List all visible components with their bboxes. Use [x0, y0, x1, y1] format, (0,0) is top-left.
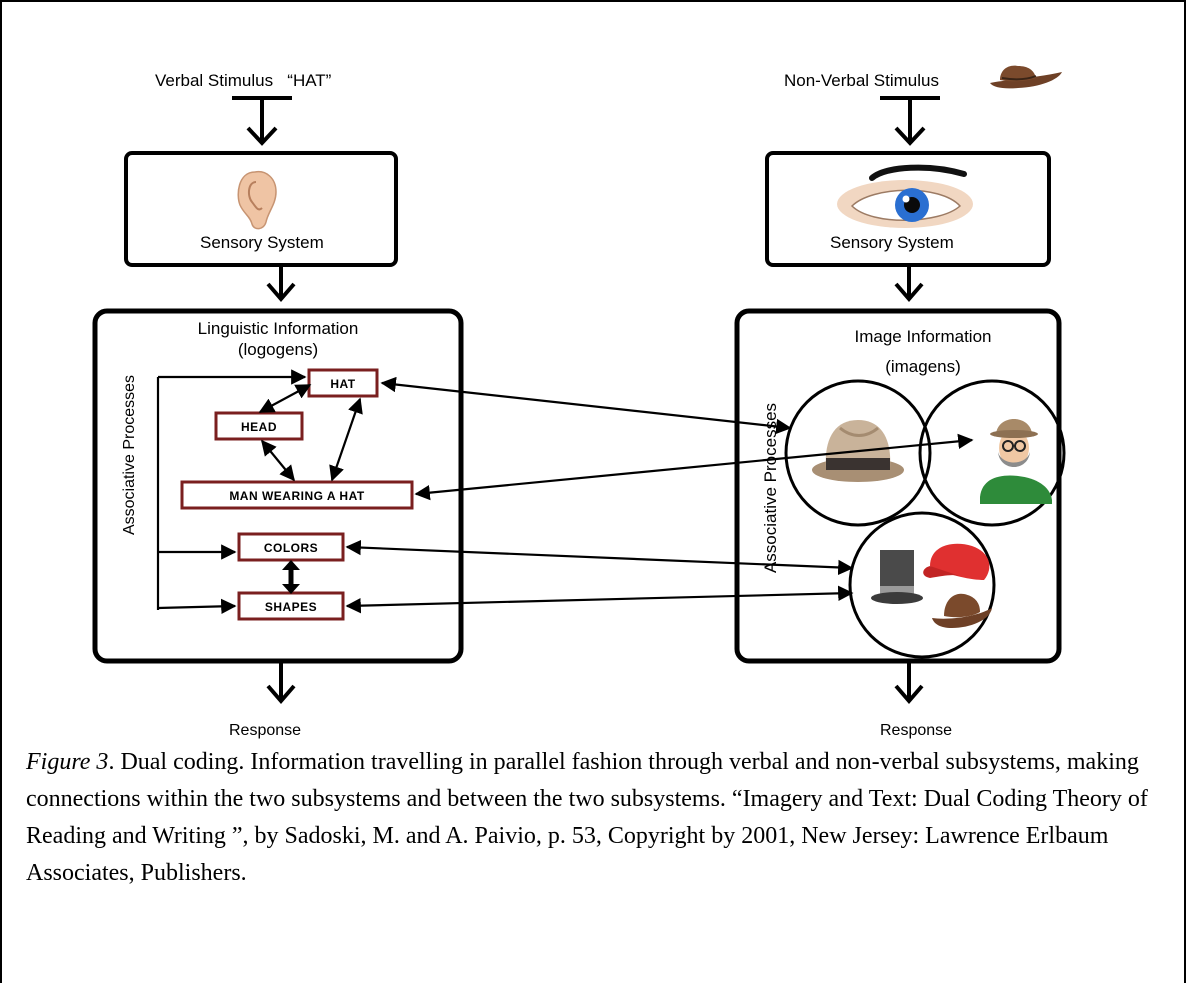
- node-head-label: HEAD: [241, 420, 277, 434]
- node-hat-label: HAT: [330, 377, 355, 391]
- node-man-label: MAN WEARING A HAT: [229, 489, 365, 503]
- verbal-response-arrow: [266, 663, 296, 705]
- verbal-stimulus-arrow: [232, 96, 292, 146]
- nonverbal-associative-label: Associative Processes: [761, 403, 780, 573]
- hat-icon: [990, 65, 1062, 89]
- linguistic-subtitle: (logogens): [238, 340, 318, 359]
- colors-shapes-arrow: [282, 560, 300, 594]
- dual-coding-diagram: Verbal Stimulus “HAT” Sensory System Lin…: [92, 65, 1066, 739]
- nonverbal-sensory-label: Sensory System: [830, 233, 954, 252]
- image-subtitle: (imagens): [885, 357, 961, 376]
- nonverbal-response-arrow: [894, 663, 924, 705]
- figure-caption: Figure 3. Dual coding. Information trave…: [26, 744, 1166, 892]
- node-shapes: SHAPES: [237, 591, 345, 621]
- node-shapes-label: SHAPES: [265, 600, 317, 614]
- imagen-circle-shapes: [848, 511, 996, 659]
- verbal-sensory-arrow: [266, 265, 296, 303]
- image-title: Image Information: [854, 327, 991, 346]
- ear-icon: [237, 170, 277, 230]
- figure-caption-text: . Dual coding. Information travelling in…: [26, 749, 1148, 886]
- referential-connections: [345, 376, 974, 614]
- verbal-associative-label: Associative Processes: [121, 375, 138, 535]
- verbal-sensory-label: Sensory System: [200, 233, 324, 252]
- cowboy-hat-icon: [932, 593, 992, 628]
- figure-label: Figure 3: [26, 749, 109, 775]
- nonverbal-response-label: Response: [880, 722, 952, 739]
- bearded-man-icon: [980, 419, 1052, 504]
- node-colors-label: COLORS: [264, 541, 318, 555]
- node-head: HEAD: [214, 411, 304, 441]
- verbal-internal-connections: [156, 369, 363, 615]
- linguistic-title: Linguistic Information: [198, 319, 359, 338]
- nonverbal-sensory-arrow: [894, 265, 924, 303]
- nonverbal-stimulus-label: Non-Verbal Stimulus: [784, 71, 939, 90]
- verbal-stimulus-label: Verbal Stimulus “HAT”: [155, 71, 332, 90]
- node-man-wearing-a-hat: MAN WEARING A HAT: [180, 480, 414, 510]
- nonverbal-stimulus-arrow: [880, 96, 940, 146]
- eye-icon: [837, 164, 973, 228]
- node-colors: COLORS: [237, 532, 345, 562]
- verbal-response-label: Response: [229, 722, 301, 739]
- top-hat-icon: [871, 550, 923, 604]
- node-hat: HAT: [307, 368, 379, 398]
- red-cap-icon: [923, 543, 990, 580]
